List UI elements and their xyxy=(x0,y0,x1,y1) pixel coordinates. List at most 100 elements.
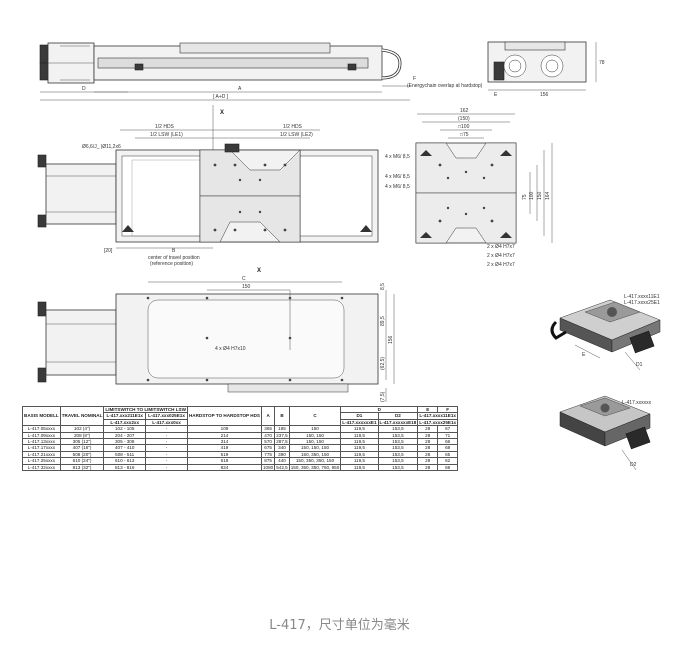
motor-base-view xyxy=(45,309,117,376)
table-cell: 305 (12") xyxy=(59,437,105,446)
render-with-motor: E D1 L-417.xxxx11E1 L-417.xxxx25E1 xyxy=(550,294,661,371)
table-cell: L-417.13xxxx xyxy=(22,437,61,446)
center-note: center of travel position xyxy=(148,255,200,261)
half-lsw-right: 1/2 LSW (LE2) xyxy=(280,132,313,138)
table-cell: 119,5 xyxy=(340,431,379,440)
table-cell: 119,5 xyxy=(340,437,379,446)
dim-78: 78 xyxy=(599,60,605,66)
hole-callout-top: Ø6,6/J_ |Ø11,2x6 xyxy=(82,144,121,150)
render1-dim-D: D1 xyxy=(636,362,643,368)
end-view: 78 E 156 xyxy=(487,41,605,98)
dim-8-5: 8,5 xyxy=(380,283,386,290)
vdim-100: 100 xyxy=(529,191,535,200)
table-cell: 775 xyxy=(260,450,276,459)
table-cell: 610 (24") xyxy=(59,457,105,465)
pin-callout-3: 2 x Ø4 H7x7 xyxy=(487,262,515,268)
table-cell: 542,5 xyxy=(274,463,290,472)
table-cell: 66 xyxy=(437,437,459,446)
table-cell: 119,5 xyxy=(340,450,379,459)
render1-model-b: L-417.xxxx25E1 xyxy=(624,300,660,306)
th-d2-sub: L-417.xxxxxxE18 xyxy=(377,418,419,427)
motor-connector-lower xyxy=(39,62,49,81)
pin-callout-2: 2 x Ø4 H7x7 xyxy=(487,253,515,259)
table-cell: 824 xyxy=(186,463,263,472)
table-cell: 237,5 xyxy=(274,431,290,440)
dim-162: 162 xyxy=(460,108,469,114)
table-cell: 68 xyxy=(437,444,459,452)
table-cell: L-417.21xxxx xyxy=(22,450,61,459)
table-cell: 675 xyxy=(260,444,276,452)
table-cell: 119,5 xyxy=(340,425,379,433)
th-ef-sub1: L-417.xxxx11E1x xyxy=(417,412,459,420)
dim-150c: (150) xyxy=(458,116,470,122)
th-lsw-sub1: L-417.xxx211E1x xyxy=(103,412,147,420)
vdim-164: 164 xyxy=(545,191,551,200)
table-cell: 119,5 xyxy=(340,444,379,452)
table-cell: 67 xyxy=(437,425,459,433)
dim-150-base: 150 xyxy=(242,284,251,290)
render2-model: L-417.xxxxxx xyxy=(622,400,652,406)
pin-callout-1: 2 x Ø4 H7x7 xyxy=(487,244,515,250)
dim-20: [20] xyxy=(104,248,113,254)
th-ef-sub2: L-417.xxxx25E1x xyxy=(417,418,459,427)
render1-model-a: L-417.xxxx11E1 xyxy=(624,294,660,300)
table-cell: L-417.25xxxx xyxy=(22,457,61,465)
table-cell: 875 xyxy=(260,457,276,465)
dim-B: B xyxy=(172,248,176,254)
figure-caption: L-417，尺寸单位为毫米 xyxy=(269,618,410,633)
th-lsw-sub4: L-417.xxx0xx xyxy=(145,418,188,427)
table-cell: 407 (16") xyxy=(59,444,105,452)
table-cell: L-417.32xxxx xyxy=(22,463,61,472)
half-lsw-left: 1/2 LSW (LE1) xyxy=(150,132,183,138)
dim-7-5: (7,5) xyxy=(380,391,386,402)
table-cell: 570 xyxy=(260,437,276,446)
dim-75: □75 xyxy=(460,132,469,138)
dim-D-top: D xyxy=(82,86,86,92)
table-cell: 150, 350, 350, 150 xyxy=(288,457,342,465)
technical-drawing: D A [ A+D ] F (Energychain overlap at ha… xyxy=(37,41,661,471)
spec-table: BASIS MODELL TRAVEL NOMINAL LIMITSWITCH … xyxy=(22,405,459,472)
m6-callout-1: 4 x M6/ 8,5 xyxy=(385,154,410,160)
table-cell: 68 xyxy=(437,463,459,472)
top-view: X 1/2 HDS 1/2 LSW (LE1) 1/2 HDS 1/2 LSW … xyxy=(37,105,379,267)
table-cell: 102 (4") xyxy=(59,425,105,433)
table-cell: 470 xyxy=(260,431,276,440)
m6-callout-3: 4 x M6/ 8,5 xyxy=(385,184,410,190)
table-cell: 62 xyxy=(437,457,459,465)
table-cell: 813 - 816 xyxy=(103,463,147,472)
reference-note: (reference position) xyxy=(150,261,193,267)
motor-top-view xyxy=(45,163,117,225)
table-cell: - xyxy=(145,463,188,472)
th-lsw-sub2: L-417.xxx025E1x xyxy=(145,412,188,420)
table-cell: 365 xyxy=(260,425,276,433)
dim-C: C xyxy=(242,276,246,282)
axis-x-top: X xyxy=(220,110,224,116)
dim-156-end: 156 xyxy=(540,92,549,98)
th-hds: HARDSTOP TO HARDSTOP HDS xyxy=(186,405,263,427)
half-hds-right: 1/2 HDS xyxy=(283,124,303,130)
render1-dim-E: E xyxy=(582,352,586,358)
th-a: A xyxy=(260,405,276,427)
table-cell: 65 xyxy=(437,450,459,459)
table-cell: 71 xyxy=(437,431,459,440)
vdim-150: 150 xyxy=(537,191,543,200)
dim-E-end: E xyxy=(494,92,498,98)
carriage-side xyxy=(179,42,331,54)
table-cell: L-417.09xxxx xyxy=(22,431,61,440)
table-cell: 287,5 xyxy=(274,437,290,446)
energychain-note: (Energychain overlap at hardstop) xyxy=(407,83,483,89)
dim-62-5: (62,5) xyxy=(380,357,386,370)
dim-100: □100 xyxy=(458,124,470,130)
m6-callout-2: 4 x M6/ 8,5 xyxy=(385,174,410,180)
th-d1: D1 xyxy=(340,412,379,420)
th-basis: BASIS MODELL xyxy=(22,405,61,427)
th-travel: TRAVEL NOMINAL xyxy=(59,405,105,427)
dim-F: F xyxy=(413,76,416,82)
hole-callout-base: 4 x Ø4 H7x10 xyxy=(215,346,246,352)
